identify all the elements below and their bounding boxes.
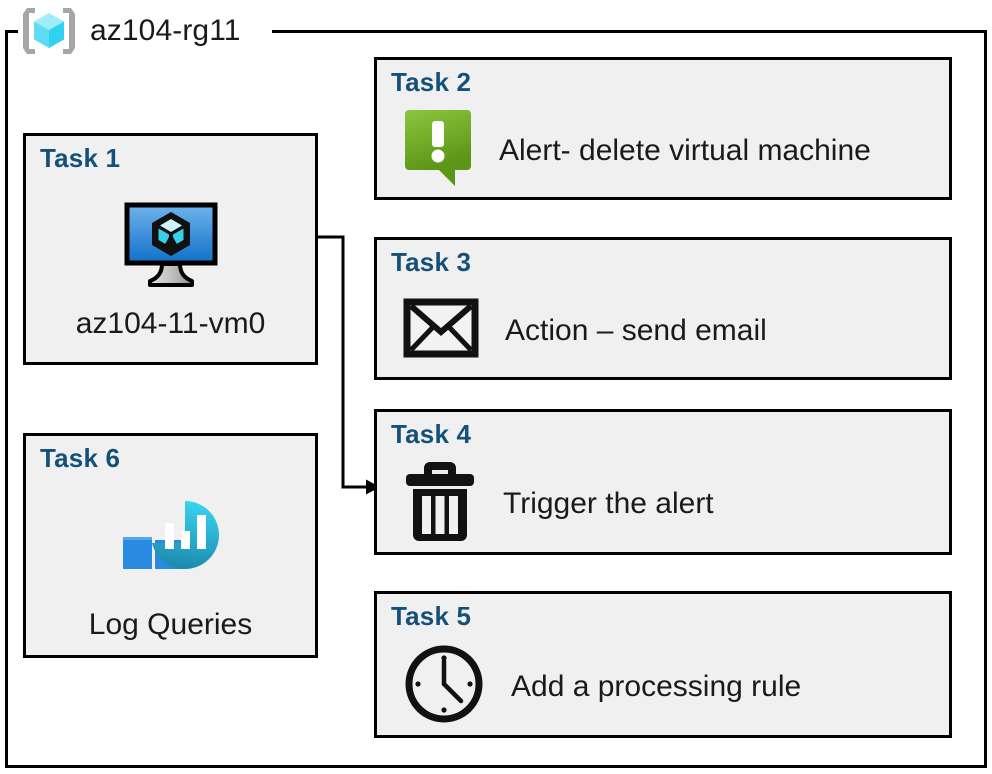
resource-group-frame-top-right	[272, 30, 987, 33]
task-card-title: Task 1	[40, 143, 121, 173]
task-card-content: az104-11-vm0	[26, 180, 315, 362]
resource-group-frame	[5, 30, 987, 768]
task-card-title: Task 4	[391, 419, 472, 449]
task-card-text: Trigger the alert	[503, 487, 714, 520]
resource-group-name: az104-rg11	[90, 14, 241, 47]
task-card-title: Task 5	[391, 601, 472, 631]
task-card-text: Action – send email	[505, 313, 767, 347]
task-card-title: Task 2	[391, 67, 472, 97]
task-card-text: Add a processing rule	[511, 669, 802, 703]
task-card-content: Action – send email	[403, 284, 949, 377]
log-analytics-icon	[119, 493, 223, 594]
clock-icon	[403, 643, 485, 730]
resource-group-frame-top-left	[5, 30, 23, 33]
task-card-task-3[interactable]: Task 3 Action – send email	[374, 237, 952, 380]
task-card-content: Add a processing rule	[403, 638, 949, 735]
email-envelope-icon	[403, 298, 479, 363]
task-card-title: Task 6	[40, 443, 121, 473]
virtual-machine-icon	[122, 202, 220, 293]
task-card-task-4[interactable]: Task 4 Trigger the alert	[374, 409, 952, 555]
resource-group-header: az104-rg11	[18, 2, 247, 60]
task-card-text: Alert- delete virtual machine	[499, 133, 871, 167]
task-card-task-2[interactable]: Task 2 Alert- delete virtual machin	[374, 57, 952, 200]
task-card-text: Log Queries	[88, 608, 253, 641]
task-card-task-6[interactable]: Task 6	[23, 433, 318, 658]
resource-group-cube-icon	[18, 5, 80, 57]
task-card-content: Log Queries	[26, 480, 315, 655]
task-card-task-1[interactable]: Task 1	[23, 133, 318, 365]
task-card-content: Alert- delete virtual machine	[403, 104, 949, 197]
task-card-text: az104-11-vm0	[75, 306, 266, 340]
task-card-task-5[interactable]: Task 5 Add a processing rule	[374, 591, 952, 738]
task-card-content: Trigger the alert	[403, 456, 949, 552]
alert-exclamation-icon	[403, 108, 473, 193]
trash-can-icon	[403, 459, 477, 550]
task-card-title: Task 3	[391, 247, 472, 277]
